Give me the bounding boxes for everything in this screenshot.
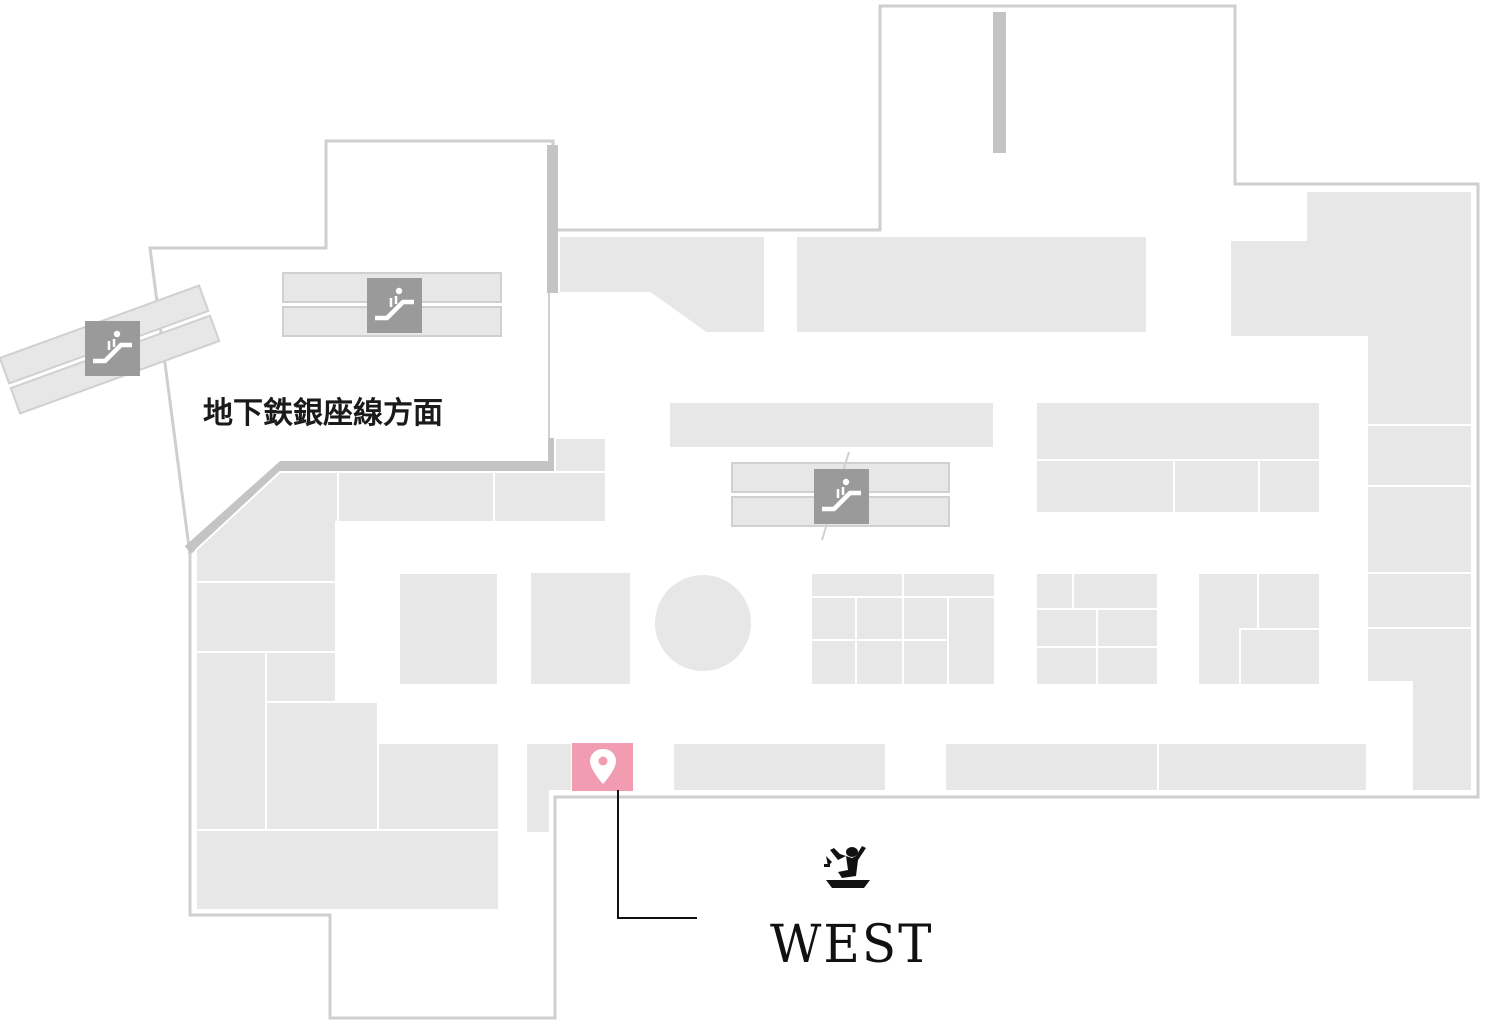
shop-block [1366,627,1473,792]
shop-block [947,596,996,686]
shop-block [1035,572,1074,610]
shop-block [398,572,499,686]
west-logo-figure-icon [824,846,870,888]
shop-block [810,572,904,598]
wall-upper-left [547,145,558,293]
shop-block [1096,608,1159,648]
area-label: 地下鉄銀座線方面 [203,396,443,431]
shop-block [1258,459,1321,514]
shop-block [195,829,500,911]
escalator-icon[interactable] [814,469,869,524]
shop-block [1035,608,1098,648]
escalator-icon[interactable] [367,278,422,333]
shop-block [558,235,766,334]
shop-block [265,701,379,831]
wall-lower-left [184,438,558,554]
shop-block [902,572,996,598]
shop-block [1366,572,1473,629]
shop-block [810,596,857,641]
shop-block [1257,572,1321,630]
shop-block-round [653,573,753,673]
shop-block [1239,628,1321,686]
shop-blocks [195,190,1473,911]
shop-block [672,742,887,792]
shop-block [1035,459,1175,514]
shop-block [902,596,949,641]
shop-block [337,471,495,523]
shop-block [795,235,1148,334]
shop-block [265,651,337,703]
shop-block [493,471,607,523]
shop-block [1173,459,1260,514]
shop-block [1035,646,1098,686]
shop-block [902,639,949,686]
shop-block [377,742,500,831]
shop-block [195,651,267,831]
shop-block [855,639,904,686]
shop-block [1035,401,1321,461]
escalator-icon[interactable] [85,321,140,376]
wall-top [993,12,1006,153]
shop-block [1096,646,1159,686]
shop-block [855,596,904,641]
shop-block [1157,742,1368,792]
shop-block [1366,424,1473,487]
location-pin-icon [590,749,616,784]
shop-block [1366,485,1473,574]
shop-block [525,742,573,834]
leader-line [617,790,697,919]
shop-block [944,742,1159,792]
shop-block [195,581,337,653]
store-name[interactable]: WEST [770,913,934,975]
shop-block [668,401,995,449]
shop-block [1072,572,1159,610]
shop-block [529,571,632,686]
shop-block [810,639,857,686]
